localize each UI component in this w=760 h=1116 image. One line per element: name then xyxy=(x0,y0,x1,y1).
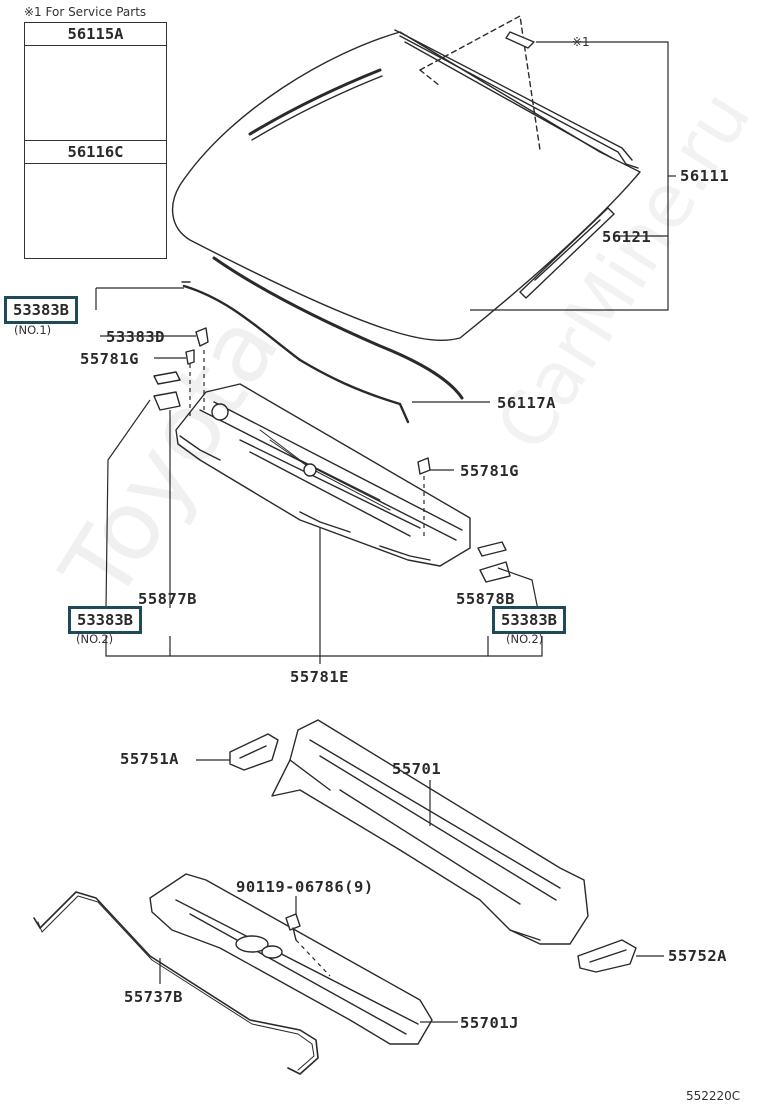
bolt xyxy=(285,913,301,941)
label-53383B-no1[interactable]: 53383B xyxy=(4,296,78,324)
label-no2-right: (NO.2) xyxy=(506,632,544,646)
label-56111[interactable]: 56111 xyxy=(680,167,730,185)
label-55701[interactable]: 55701 xyxy=(392,760,442,778)
label-55877B[interactable]: 55877B xyxy=(138,590,197,608)
label-55781G-right[interactable]: 55781G xyxy=(460,462,519,480)
ref-mark: ※1 xyxy=(572,35,590,49)
label-56117A[interactable]: 56117A xyxy=(497,394,556,412)
label-55701J[interactable]: 55701J xyxy=(460,1014,519,1032)
cowl-top-panel xyxy=(175,383,471,567)
label-53383B-no2-left[interactable]: 53383B xyxy=(68,606,142,634)
service-parts-note: ※1 For Service Parts xyxy=(24,5,147,19)
inset-part-b-label: 56116C xyxy=(25,140,166,164)
bracket-right xyxy=(577,939,637,973)
cowl-inner-panel xyxy=(149,873,433,1045)
label-53383B-no2-right[interactable]: 53383B xyxy=(492,606,566,634)
inset-part-a-label: 56115A xyxy=(25,23,166,46)
cowl-outer-panel xyxy=(271,719,589,945)
leader-lines xyxy=(95,41,676,1023)
service-parts-inset: 56115A 56116C xyxy=(24,22,167,259)
bracket-left xyxy=(229,733,279,771)
label-55737B[interactable]: 55737B xyxy=(124,988,183,1006)
label-55751A[interactable]: 55751A xyxy=(120,750,179,768)
windshield-glass xyxy=(171,15,641,342)
label-55781G-left[interactable]: 55781G xyxy=(80,350,139,368)
label-90119-06786[interactable]: 90119-06786(9) xyxy=(236,878,374,896)
label-56121[interactable]: 56121 xyxy=(602,228,652,246)
seal-pieces xyxy=(153,327,511,583)
lower-molding xyxy=(181,256,464,424)
diagram-code: 552220C xyxy=(686,1089,741,1103)
seal-wire xyxy=(33,891,319,1075)
label-55781E[interactable]: 55781E xyxy=(290,668,349,686)
label-55752A[interactable]: 55752A xyxy=(668,947,727,965)
label-no2-left: (NO.2) xyxy=(76,632,114,646)
label-55878B[interactable]: 55878B xyxy=(456,590,515,608)
label-no1: (NO.1) xyxy=(14,323,52,337)
label-53383D[interactable]: 53383D xyxy=(106,328,165,346)
